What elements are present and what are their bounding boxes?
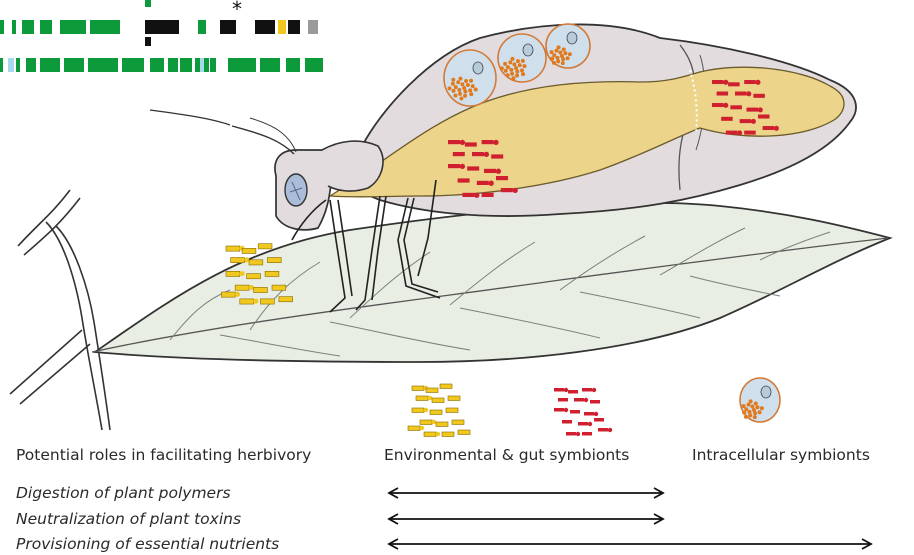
arrow-digestion	[389, 488, 663, 498]
environmental-symbiont-icon	[408, 384, 470, 437]
phylogeny-row-2	[0, 58, 323, 72]
role-neutralization: Neutralization of plant toxins	[16, 510, 241, 528]
arrow-neutralization	[389, 514, 663, 524]
role-digestion: Digestion of plant polymers	[16, 484, 231, 502]
role-provisioning: Provisioning of essential nutrients	[16, 535, 279, 553]
intracellular-header: Intracellular symbionts	[692, 446, 870, 464]
annotation-asterisk: *	[232, 0, 242, 21]
gut-symbiont-icon	[554, 388, 612, 436]
environmental-gut-header: Environmental & gut symbionts	[384, 446, 629, 464]
leaf	[92, 203, 890, 362]
phylogeny-row-1	[0, 20, 318, 34]
intracellular-symbiont-icon	[740, 378, 780, 422]
arrow-provisioning	[389, 539, 871, 549]
insect-body	[330, 24, 856, 216]
plant-stem	[10, 190, 110, 430]
insect-head	[150, 110, 383, 230]
role-arrows	[389, 488, 871, 549]
phylogeny-bars: *	[0, 0, 323, 72]
roles-header: Potential roles in facilitating herbivor…	[16, 446, 311, 464]
